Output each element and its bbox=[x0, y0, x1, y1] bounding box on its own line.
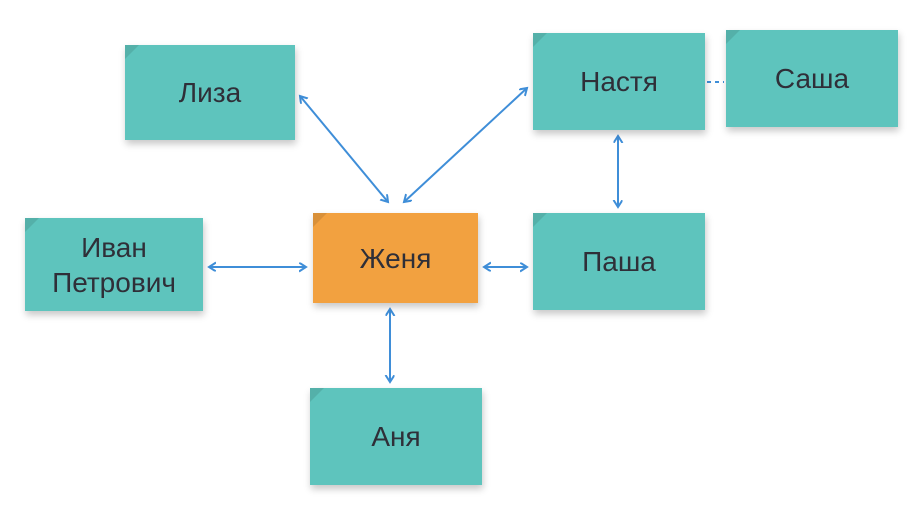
note-label-anya: Аня bbox=[371, 421, 421, 452]
note-fold-icon bbox=[533, 33, 547, 47]
note-label-liza: Лиза bbox=[178, 77, 242, 108]
sticky-note-anya[interactable]: Аня bbox=[310, 388, 482, 485]
sticky-note-pasha[interactable]: Паша bbox=[533, 213, 705, 310]
note-label-nastya: Настя bbox=[580, 66, 658, 97]
sticky-note-ivan-petrovich[interactable]: Иван Петрович bbox=[25, 218, 203, 311]
note-fold-icon bbox=[313, 213, 327, 227]
note-label-ivan-petrovich: Иван Петрович bbox=[52, 231, 176, 298]
note-label-pasha: Паша bbox=[582, 246, 656, 277]
sticky-note-liza[interactable]: Лиза bbox=[125, 45, 295, 140]
connector-zhenya-liza[interactable] bbox=[300, 96, 388, 202]
note-label-zhenya: Женя bbox=[359, 242, 432, 274]
note-label-sasha: Саша bbox=[774, 63, 850, 94]
sticky-note-nastya[interactable]: Настя bbox=[533, 33, 705, 130]
sticky-note-zhenya[interactable]: Женя bbox=[313, 213, 478, 303]
sticky-note-sasha[interactable]: Саша bbox=[726, 30, 898, 127]
note-fold-icon bbox=[533, 213, 547, 227]
note-fold-icon bbox=[726, 30, 740, 44]
note-fold-icon bbox=[125, 45, 139, 59]
note-fold-icon bbox=[310, 388, 324, 402]
connector-zhenya-nastya[interactable] bbox=[404, 88, 527, 202]
note-fold-icon bbox=[25, 218, 39, 232]
